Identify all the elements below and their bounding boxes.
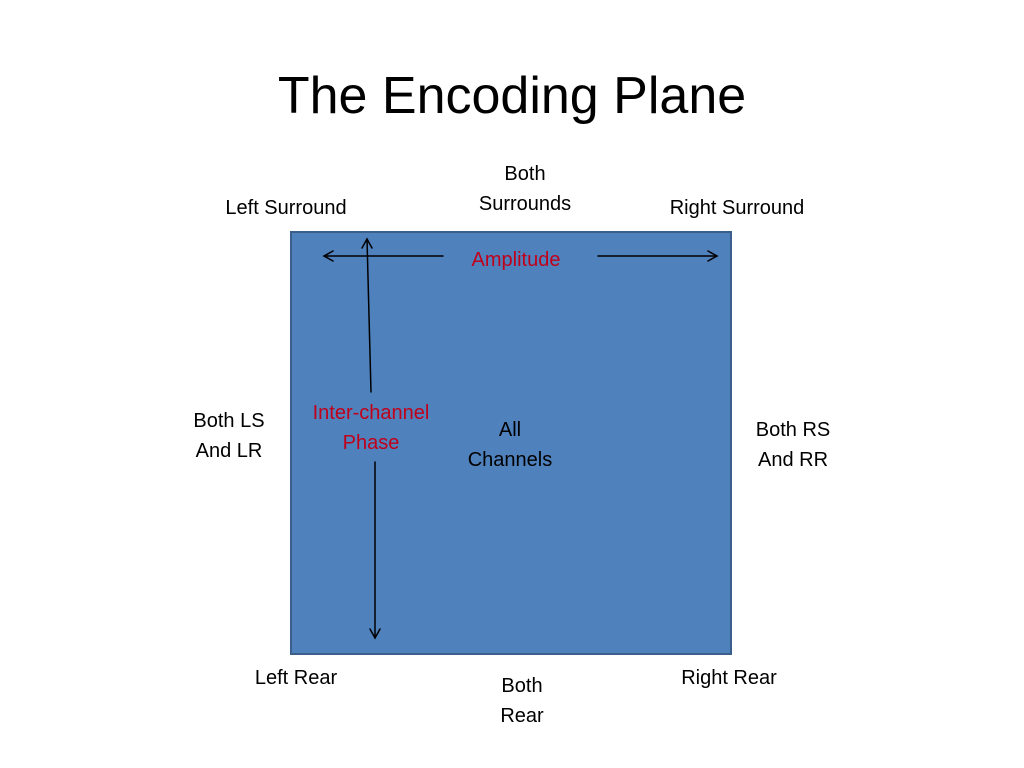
- left-surround-label: Left Surround: [225, 197, 347, 219]
- right-rear-label: Right Rear: [681, 667, 777, 689]
- right-surround-label: Right Surround: [669, 197, 805, 219]
- both-rear-label: Both Rear: [500, 675, 544, 727]
- both-rs-rr-label: Both RS And RR: [755, 419, 831, 471]
- all-channels-label: All Channels: [467, 419, 553, 471]
- left-rear-label: Left Rear: [254, 667, 338, 689]
- amplitude-label: Amplitude: [471, 249, 561, 271]
- both-surrounds-label: Both Surrounds: [478, 163, 572, 215]
- encoding-plane: [290, 231, 732, 655]
- slide-title: The Encoding Plane: [277, 67, 747, 125]
- inter-channel-phase-label: Inter-channel Phase: [312, 402, 430, 454]
- both-ls-lr-label: Both LS And LR: [193, 410, 265, 462]
